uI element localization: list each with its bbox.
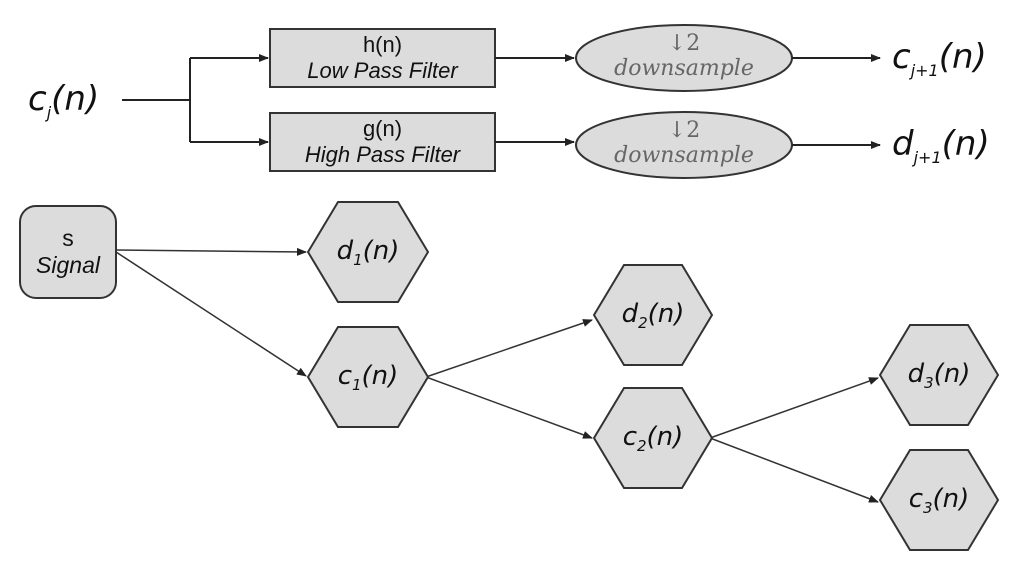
low-pass-function: h(n) (362, 32, 403, 57)
signal-symbol: s (62, 225, 74, 251)
d3-arg: (n) (933, 359, 971, 389)
low-pass-label: Low Pass Filter (307, 58, 458, 83)
d3-sub: 3 (924, 374, 934, 393)
node-d1-label: d1(n) (308, 238, 428, 268)
edge-signal-to-d1 (115, 247, 307, 256)
c3-sub: 3 (922, 499, 933, 518)
output-bottom-base: d (892, 124, 914, 164)
d2-arg: (n) (647, 299, 685, 329)
hexagon-c2 (592, 387, 714, 489)
downsample-top-label: downsample (614, 56, 754, 81)
signal-text: s Signal (20, 225, 116, 279)
edge-c1-to-d2 (425, 319, 593, 378)
hexagon-d3 (878, 324, 1000, 426)
hexagon-c1 (306, 326, 430, 428)
low-pass-filter-text: h(n) Low Pass Filter (270, 32, 495, 84)
node-c2-label: c2(n) (594, 424, 712, 454)
node-d2-label: d2(n) (594, 301, 712, 331)
downsample-bottom-text: ↓2 downsample (576, 119, 792, 169)
downsample-top-symbol: ↓2 (667, 31, 701, 56)
d1-arg: (n) (362, 236, 400, 266)
c3-arg: (n) (932, 484, 970, 514)
output-bottom-sub: j+1 (913, 147, 942, 167)
hexagon-d1 (306, 201, 430, 303)
edge-c2-to-d3 (709, 377, 879, 439)
downsample-bottom-symbol: ↓2 (667, 118, 701, 143)
hexagon-d2 (592, 264, 714, 366)
d2-base: d (621, 299, 639, 329)
output-top-arg: (n) (938, 37, 987, 77)
downsample-top-text: ↓2 downsample (576, 32, 792, 82)
high-pass-filter-box (269, 112, 496, 172)
c1-sub: 1 (351, 376, 362, 395)
high-pass-filter-text: g(n) High Pass Filter (270, 116, 495, 168)
input-sub: j (46, 102, 52, 122)
edge-c1-to-c2 (425, 376, 593, 439)
output-top-base: c (892, 37, 911, 77)
edge-c2-to-c3 (709, 437, 879, 503)
d1-base: d (336, 236, 354, 266)
low-pass-filter-box (269, 28, 496, 88)
downsample-bottom-label: downsample (614, 143, 754, 168)
c3-base: c (908, 484, 923, 514)
node-c1-label: c1(n) (308, 363, 428, 393)
output-detail-label: dj+1(n) (892, 127, 990, 166)
c2-arg: (n) (646, 422, 684, 452)
signal-label: Signal (36, 252, 100, 278)
high-pass-function: g(n) (362, 116, 403, 141)
c2-base: c (622, 422, 637, 452)
c2-sub: 2 (636, 437, 647, 456)
output-bottom-arg: (n) (941, 124, 990, 164)
input-arg: (n) (51, 79, 100, 119)
output-approx-label: cj+1(n) (892, 40, 987, 79)
node-d3-label: d3(n) (880, 361, 998, 391)
c1-base: c (337, 361, 352, 391)
node-c3-label: c3(n) (880, 486, 998, 516)
output-top-sub: j+1 (910, 60, 939, 80)
edge-signal-to-c1 (115, 251, 307, 377)
input-base: c (28, 79, 47, 119)
d1-sub: 1 (353, 251, 363, 270)
high-pass-label: High Pass Filter (304, 142, 461, 167)
d3-base: d (907, 359, 925, 389)
c1-arg: (n) (361, 361, 399, 391)
input-signal-label: cj(n) (28, 82, 99, 121)
d2-sub: 2 (638, 314, 648, 333)
hexagon-c3 (878, 449, 1000, 551)
